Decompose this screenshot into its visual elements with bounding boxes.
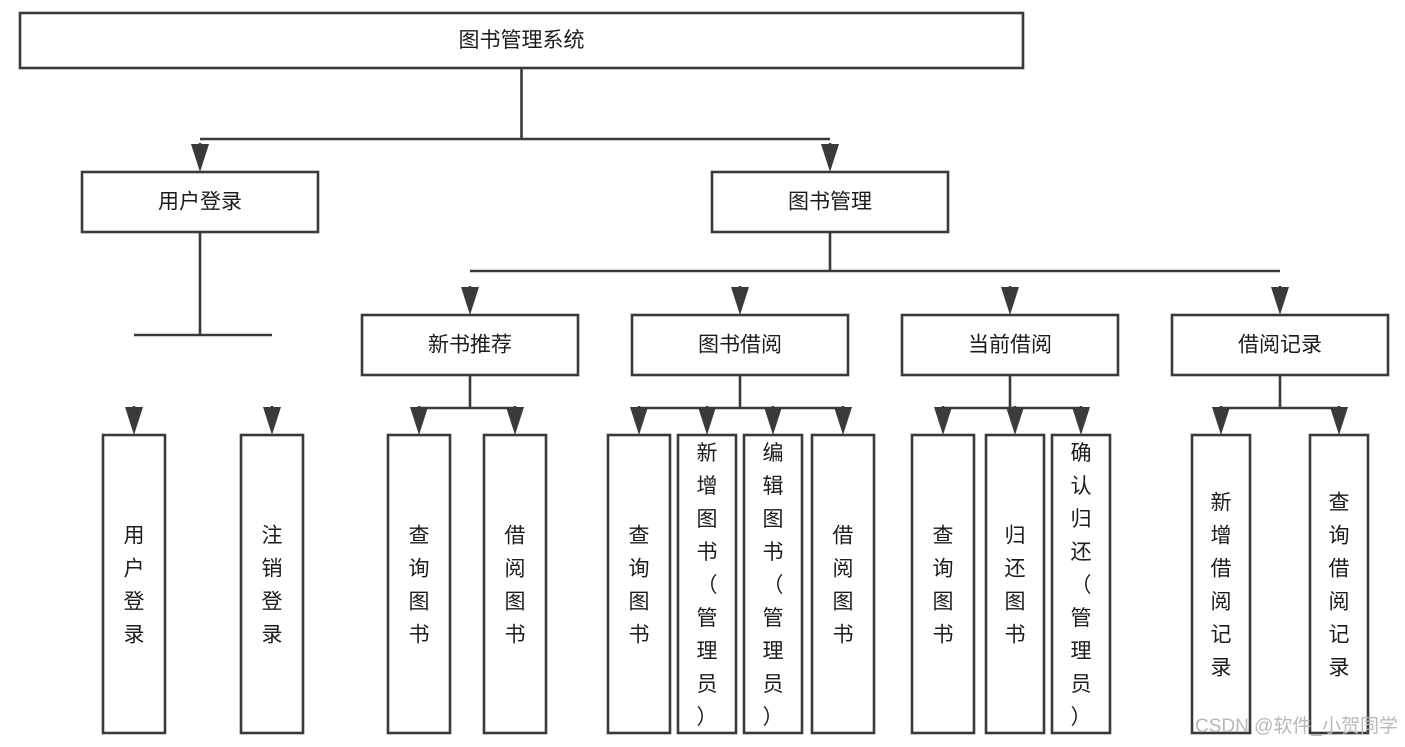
node-box-leaf-user-login[interactable]: [101, 433, 167, 735]
node-leaf-query-book-1[interactable]: 查询图书: [386, 433, 452, 735]
node-current-borrow[interactable]: 当前借阅: [900, 313, 1120, 377]
csdn-watermark: CSDN @软件_小贺同学: [1195, 715, 1398, 737]
node-label-book-management: 图书管理: [788, 191, 872, 214]
node-label-leaf-borrow-book-2: 借阅图书: [833, 524, 854, 646]
node-label-leaf-query-borrow-record: 查询借阅记录: [1329, 491, 1350, 679]
node-label-leaf-user-login: 用户登录: [124, 524, 145, 646]
node-box-leaf-query-book-1[interactable]: [386, 433, 452, 735]
arrow-user-login: [191, 144, 209, 172]
node-box-leaf-confirm-return[interactable]: [1050, 433, 1112, 735]
node-book-management[interactable]: 图书管理: [710, 170, 950, 234]
node-label-leaf-confirm-return: 确认归还（管理员）: [1071, 442, 1092, 729]
node-label-leaf-logout-login: 注销登录: [262, 524, 283, 646]
node-root[interactable]: 图书管理系统: [18, 11, 1025, 70]
node-leaf-query-book-2[interactable]: 查询图书: [606, 433, 672, 735]
node-label-book-borrow: 图书借阅: [698, 334, 782, 357]
node-box-book-management[interactable]: [710, 170, 950, 234]
node-leaf-borrow-book-2[interactable]: 借阅图书: [810, 433, 876, 735]
arrow-leaf-return-book: [1006, 407, 1024, 435]
node-label-leaf-borrow-book-1: 借阅图书: [505, 524, 526, 646]
node-label-new-book-recommend: 新书推荐: [428, 334, 512, 357]
node-label-current-borrow: 当前借阅: [968, 334, 1052, 357]
node-leaf-add-book[interactable]: 新增图书（管理员）: [676, 433, 738, 735]
node-label-root: 图书管理系统: [459, 29, 585, 52]
arrow-leaf-query-book-1: [410, 407, 428, 435]
node-box-leaf-add-borrow-record[interactable]: [1190, 433, 1252, 735]
arrow-borrow-record: [1271, 287, 1289, 315]
node-leaf-return-book[interactable]: 归还图书: [984, 433, 1046, 735]
arrow-leaf-query-book-2: [630, 407, 648, 435]
node-leaf-logout-login[interactable]: 注销登录: [239, 433, 305, 735]
arrow-leaf-edit-book: [764, 407, 782, 435]
arrow-leaf-borrow-book-2: [834, 407, 852, 435]
node-box-leaf-return-book[interactable]: [984, 433, 1046, 735]
arrow-current-borrow: [1001, 287, 1019, 315]
node-label-leaf-query-book-2: 查询图书: [629, 524, 650, 646]
node-box-book-borrow[interactable]: [630, 313, 850, 377]
node-box-leaf-add-book[interactable]: [676, 433, 738, 735]
arrow-leaf-query-book-3: [934, 407, 952, 435]
node-leaf-user-login[interactable]: 用户登录: [101, 433, 167, 735]
node-box-new-book-recommend[interactable]: [360, 313, 580, 377]
arrow-leaf-borrow-book-1: [506, 407, 524, 435]
node-leaf-add-borrow-record[interactable]: 新增借阅记录: [1190, 433, 1252, 735]
node-label-leaf-return-book: 归还图书: [1005, 524, 1026, 646]
arrow-leaf-query-borrow-record: [1330, 407, 1348, 435]
node-label-borrow-record: 借阅记录: [1238, 334, 1322, 357]
node-box-leaf-query-book-2[interactable]: [606, 433, 672, 735]
node-leaf-query-borrow-record[interactable]: 查询借阅记录: [1308, 433, 1370, 735]
node-box-leaf-borrow-book-2[interactable]: [810, 433, 876, 735]
node-user-login[interactable]: 用户登录: [80, 170, 320, 234]
arrow-heads-layer: [125, 143, 1348, 435]
arrow-leaf-logout-login: [263, 407, 281, 435]
node-label-leaf-add-borrow-record: 新增借阅记录: [1211, 491, 1232, 679]
node-box-leaf-logout-login[interactable]: [239, 433, 305, 735]
node-leaf-edit-book[interactable]: 编辑图书（管理员）: [742, 433, 804, 735]
connectors-layer: [134, 68, 1339, 410]
arrow-leaf-user-login: [125, 407, 143, 435]
arrow-leaf-add-borrow-record: [1212, 407, 1230, 435]
node-label-user-login: 用户登录: [158, 191, 242, 214]
arrow-new-book-recommend: [461, 287, 479, 315]
node-box-root[interactable]: [18, 11, 1025, 70]
node-leaf-confirm-return[interactable]: 确认归还（管理员）: [1050, 433, 1112, 735]
node-box-leaf-query-borrow-record[interactable]: [1308, 433, 1370, 735]
node-box-user-login[interactable]: [80, 170, 320, 234]
node-new-book-recommend[interactable]: 新书推荐: [360, 313, 580, 377]
arrow-book-borrow: [731, 287, 749, 315]
node-borrow-record[interactable]: 借阅记录: [1170, 313, 1390, 377]
arrow-leaf-add-book: [698, 407, 716, 435]
node-leaf-query-book-3[interactable]: 查询图书: [910, 433, 976, 735]
node-label-leaf-add-book: 新增图书（管理员）: [697, 442, 718, 729]
arrow-book-management: [821, 144, 839, 172]
node-label-leaf-query-book-3: 查询图书: [933, 524, 954, 646]
node-leaf-borrow-book-1[interactable]: 借阅图书: [482, 433, 548, 735]
node-label-leaf-edit-book: 编辑图书（管理员）: [763, 442, 784, 729]
node-box-borrow-record[interactable]: [1170, 313, 1390, 377]
node-box-leaf-borrow-book-1[interactable]: [482, 433, 548, 735]
node-box-current-borrow[interactable]: [900, 313, 1120, 377]
node-box-leaf-query-book-3[interactable]: [910, 433, 976, 735]
nodes-layer: 图书管理系统用户登录图书管理新书推荐图书借阅当前借阅借阅记录用户登录注销登录查询…: [18, 11, 1390, 735]
arrow-leaf-confirm-return: [1072, 407, 1090, 435]
node-box-leaf-edit-book[interactable]: [742, 433, 804, 735]
node-book-borrow[interactable]: 图书借阅: [630, 313, 850, 377]
node-label-leaf-query-book-1: 查询图书: [409, 524, 430, 646]
